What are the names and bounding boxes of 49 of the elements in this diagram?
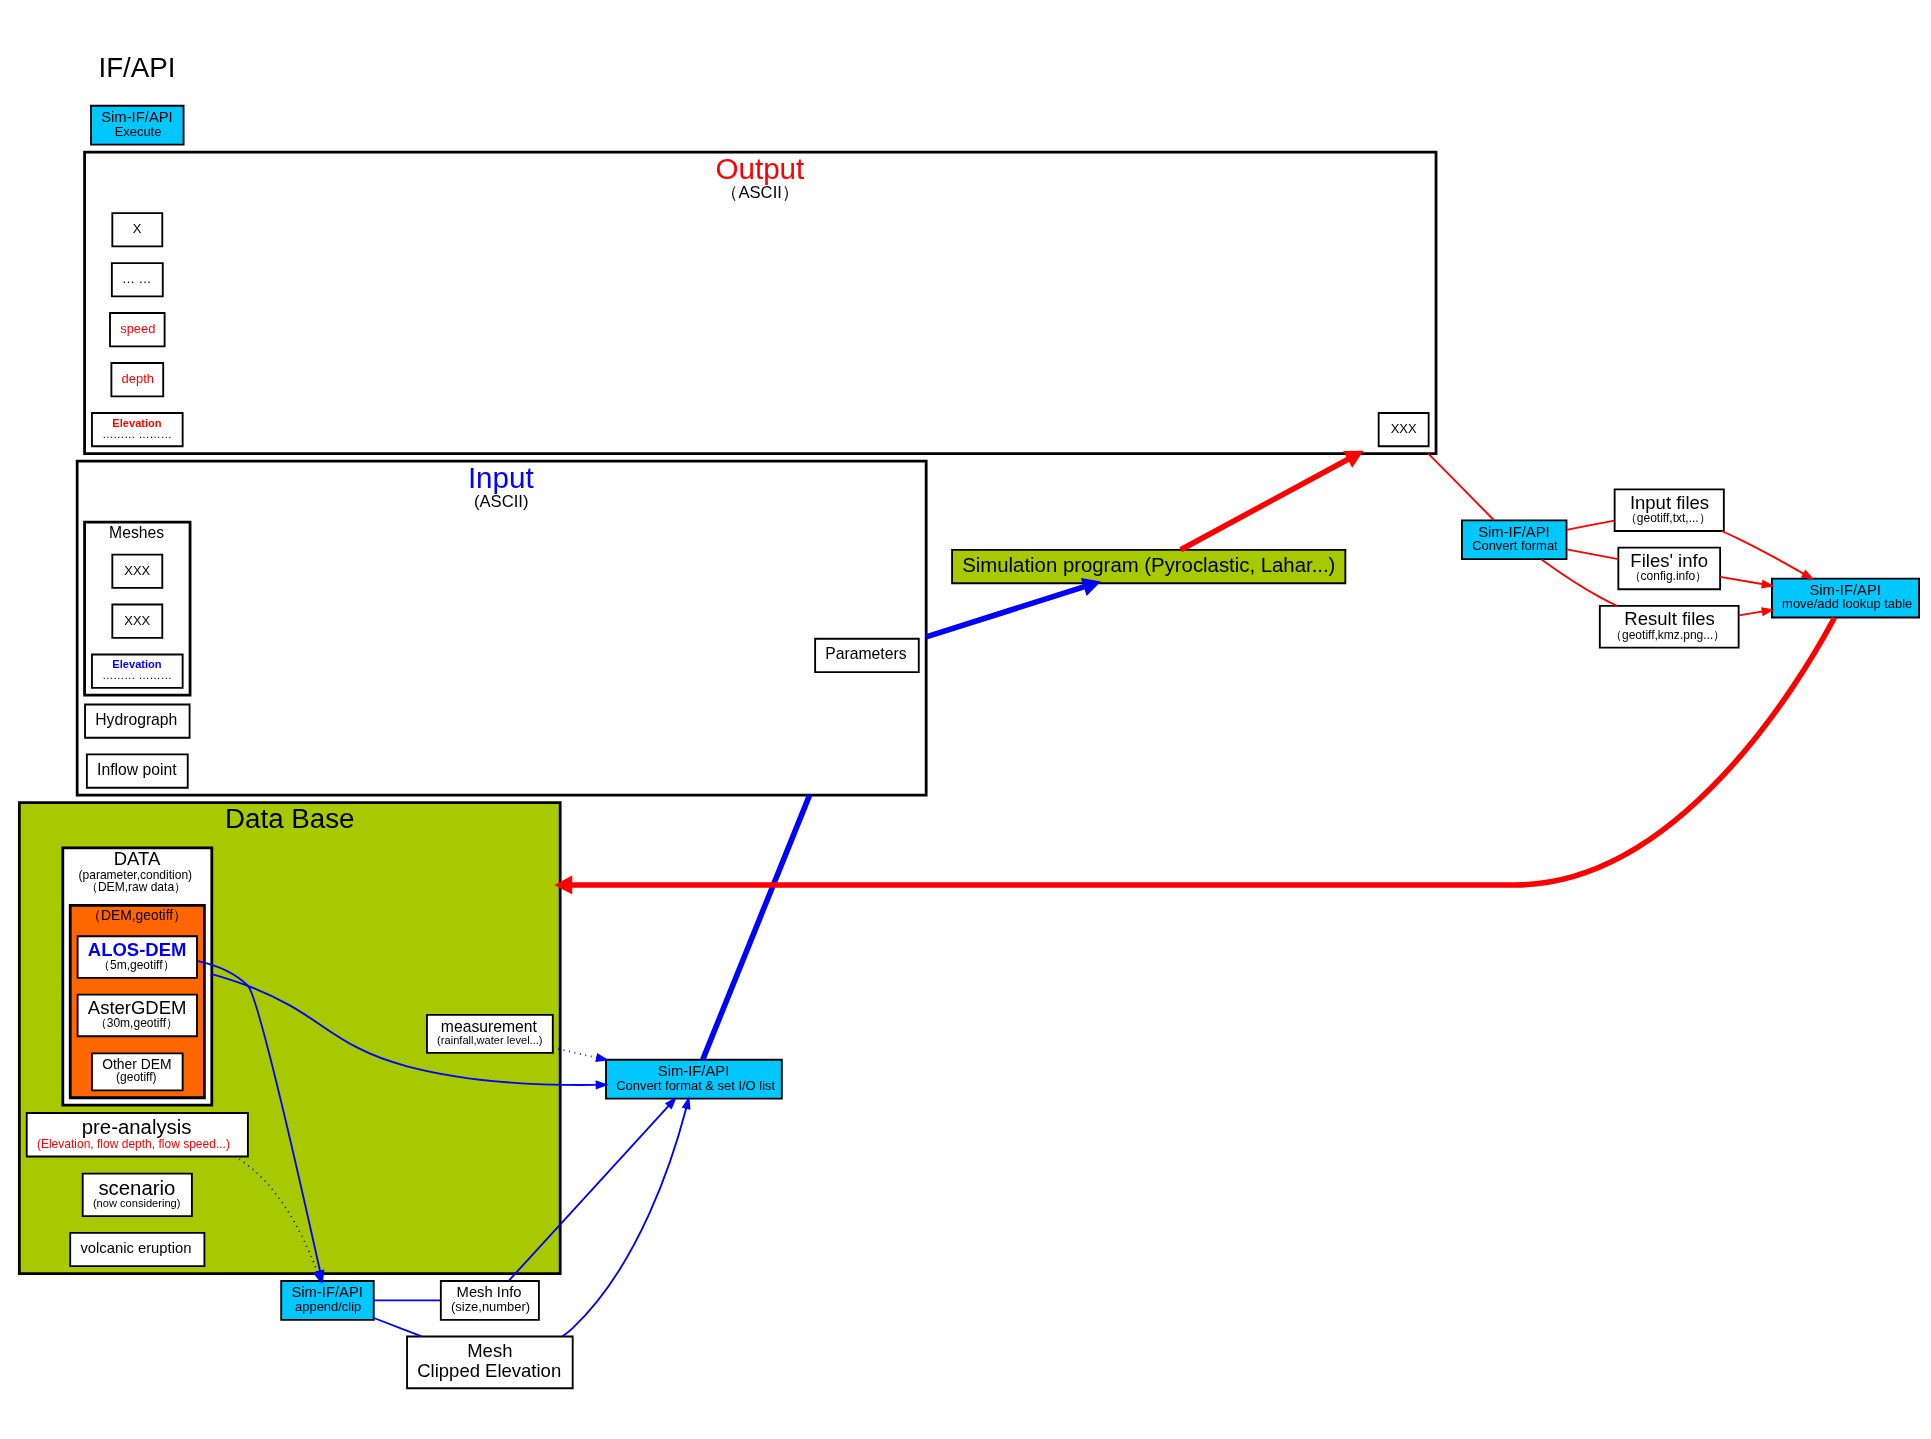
node-box: Sim-IF/API Execute [90,104,185,146]
node-box: Inflow point [85,753,189,789]
node-box: … … [110,262,164,298]
node-box: Mesh Clipped Elevation [406,1335,574,1390]
node-box: Sim-IF/API move/add lookup table [1771,577,1920,619]
connector [1565,519,1616,531]
arrow [1737,607,1775,617]
node-box: AsterGDEM （30m,geotiff） [76,993,198,1038]
arrow [561,1096,691,1338]
connector [373,1317,423,1338]
node-box: Files' info （config.info） [1617,546,1722,591]
node-box: Sim-IF/API Convert format [1461,519,1568,561]
node-box: pre-analysis (Elevation, flow depth, flow speed...) [25,1112,249,1158]
node-box: Elevation ……… ……… [91,653,184,689]
arrow [1719,576,1775,589]
node-box: Simulation program (Pyroclastic, Lahar...) [951,549,1347,585]
connector [1540,558,1618,607]
node-box: speed [109,312,166,348]
arrow [210,973,609,1090]
node-box: Parameters [814,637,920,673]
node-box: scenario (now considering) [81,1172,193,1218]
arrow [925,577,1101,640]
node-box: X [111,212,164,248]
node-box: ALOS-DEM （5m,geotiff） [76,935,198,979]
node-box: Hydrograph [84,703,191,739]
node-box: Sim-IF/API append/clip [280,1280,375,1321]
arrow [1179,450,1364,553]
node-box: volcanic eruption [69,1231,206,1268]
arrow [551,1046,609,1062]
arrow [1720,530,1815,580]
node-box: Sim-IF/API Convert format & set I/O list [605,1058,783,1100]
connector [373,1299,442,1302]
node-box: Result files （geotiff,kmz.png...） [1598,605,1740,649]
connector [700,794,813,1061]
node-box: Other DEM (geotiff) [91,1052,184,1092]
arrow [554,616,1837,895]
node-box: XXX [111,603,164,639]
node-box: Mesh Info (size,number) [439,1280,540,1321]
arrow [507,1096,677,1282]
label: IF/API [98,51,176,83]
connector [1565,548,1620,560]
node-box: Elevation ……… ……… [91,412,184,448]
arrow [233,1155,322,1284]
node-box: Input files （geotiff,txt,...） [1613,488,1725,532]
node-box: measurement (rainfall,water level...) [426,1014,554,1054]
node-box: depth [110,362,165,398]
node-box: XXX [1377,412,1430,448]
connector [1427,452,1495,522]
node-box: XXX [111,553,164,589]
